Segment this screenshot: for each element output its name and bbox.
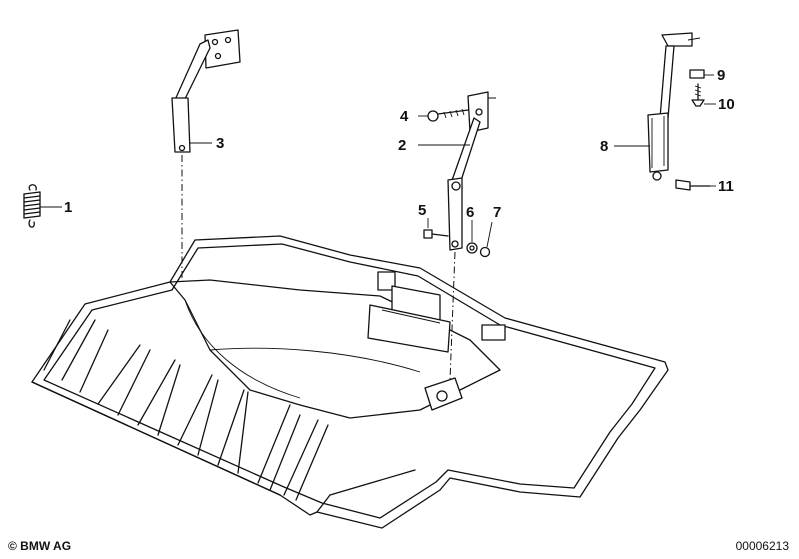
part-5-bolt[interactable] [423,218,449,239]
part-7-nut[interactable] [479,221,493,258]
part-9-cap-nut[interactable] [689,69,714,79]
callout-3[interactable]: 3 [216,135,224,152]
callout-9[interactable]: 9 [717,67,725,84]
glove-box-tray [31,235,669,529]
callout-11[interactable]: 11 [718,178,734,195]
document-number: 00006213 [735,539,789,553]
callout-labels: 1 2 3 4 5 6 7 8 9 10 11 [64,67,735,221]
callout-10[interactable]: 10 [718,96,735,113]
part-2-center-hinge-arm[interactable] [418,91,496,381]
part-11-bolt[interactable] [675,179,716,191]
part-4-screw[interactable] [418,108,469,122]
callout-4[interactable]: 4 [400,108,409,125]
callout-2[interactable]: 2 [398,137,406,154]
part-6-washer[interactable] [466,220,478,254]
callout-5[interactable]: 5 [418,202,426,219]
part-1-spring[interactable] [23,184,62,228]
part-10-screw[interactable] [691,83,716,107]
part-3-left-hinge-arm[interactable] [171,29,241,280]
callout-6[interactable]: 6 [466,204,474,221]
callout-1[interactable]: 1 [64,199,72,216]
callout-8[interactable]: 8 [600,138,608,155]
copyright-label: © BMW AG [8,539,72,553]
callout-7[interactable]: 7 [493,204,501,221]
part-8-right-bracket[interactable] [614,32,701,181]
